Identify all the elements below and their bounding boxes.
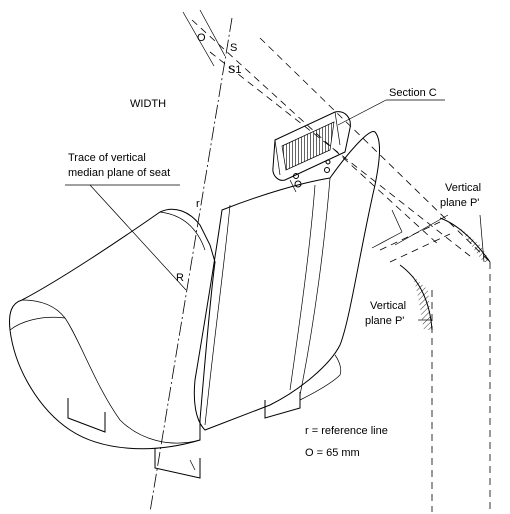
- dimension-lines: [371, 209, 451, 263]
- o-dimension-label: O: [197, 32, 206, 44]
- s-label: S: [230, 42, 237, 54]
- vertical-plane-left-label-line1: Vertical: [370, 300, 406, 312]
- trace-label-line1: Trace of vertical: [68, 152, 146, 164]
- legend-line-2: O = 65 mm: [305, 447, 360, 459]
- section-c-leader: [337, 99, 445, 126]
- headrest-section-c: [272, 111, 351, 193]
- s1-label: S1: [228, 64, 241, 76]
- r-big-label: R: [176, 272, 184, 284]
- section-c-label: Section C: [389, 87, 437, 99]
- width-label: WIDTH: [130, 98, 166, 110]
- vertical-plane-right-label-line2: plane P': [440, 197, 479, 209]
- trace-leader-line: [65, 184, 187, 291]
- s-planes-dashed-lines: [182, 9, 491, 263]
- legend-line-1: r = reference line: [305, 425, 388, 437]
- reference-line-r: [149, 17, 233, 513]
- trace-label-line2: median plane of seat: [68, 167, 170, 179]
- vertical-plane-right: [439, 214, 491, 512]
- seat-backrest: [193, 131, 380, 431]
- vertical-plane-right-label-line1: Vertical: [445, 182, 481, 194]
- r-label: r: [196, 198, 200, 210]
- vertical-plane-left-label-line2: plane P': [365, 315, 404, 327]
- seat-cushion: [9, 208, 216, 450]
- seat-base: [67, 392, 301, 479]
- vertical-plane-left: [399, 264, 433, 512]
